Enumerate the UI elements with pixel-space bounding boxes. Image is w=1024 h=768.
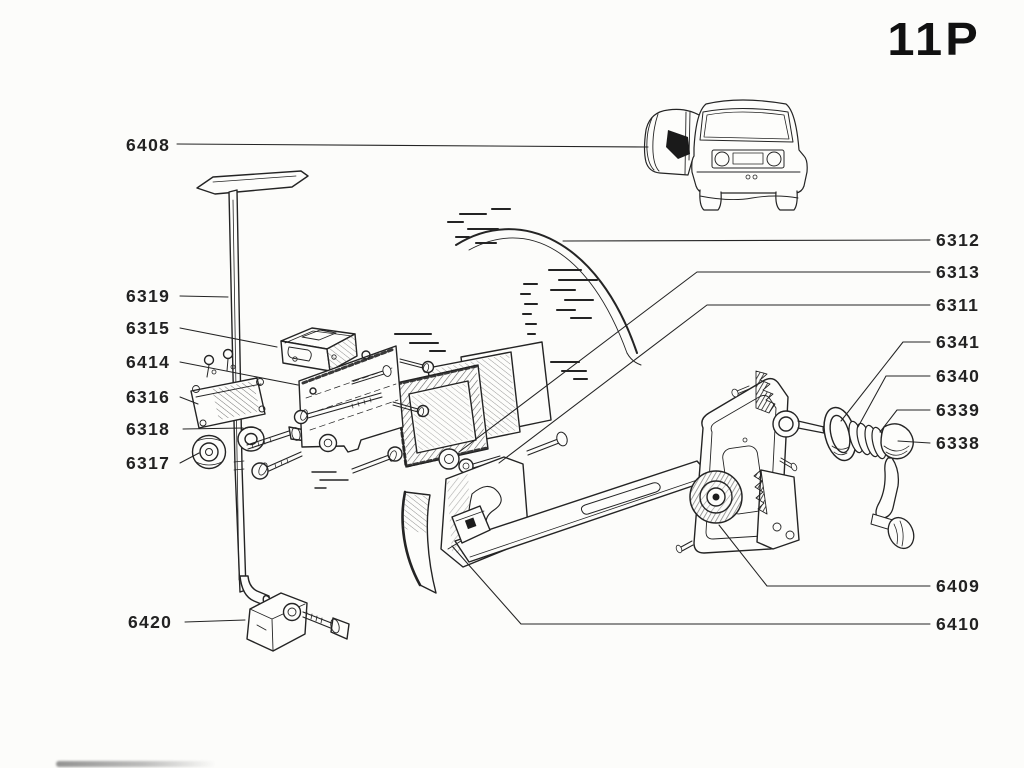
page-code: 11P [887,13,981,65]
stop-box [280,327,358,372]
door-glass [311,207,642,489]
part-label-6410: 6410 [936,614,981,634]
part-label-6311: 6311 [936,295,980,315]
part-label-6339: 6339 [936,400,981,420]
part-label-6319: 6319 [126,286,171,306]
part-label-6317: 6317 [126,453,171,473]
part-label-6312: 6312 [936,230,981,250]
part-label-6316: 6316 [126,387,171,407]
car-location-thumbnail [643,99,808,211]
part-label-6408: 6408 [126,135,171,155]
part-label-6409: 6409 [936,576,981,596]
door-highlight [666,130,690,159]
part-label-6338: 6338 [936,433,981,453]
bolts [246,426,403,480]
rollers [191,426,265,470]
part-label-6315: 6315 [126,318,171,338]
part-label-6420: 6420 [128,612,173,632]
backing-plate [293,345,435,453]
handle-parts [823,406,915,550]
leader-lines [176,143,931,625]
part-label-6313: 6313 [936,262,981,282]
lower-bracket [246,592,350,652]
bottom-rail [401,490,437,594]
glass-shading [393,207,599,381]
part-label-6341: 6341 [936,332,981,352]
regulator-assembly [675,370,830,554]
part-label-6414: 6414 [126,352,171,372]
part-label-6318: 6318 [126,419,171,439]
guide-bracket [190,348,266,429]
part-label-6340: 6340 [936,366,981,386]
print-smudge [56,761,216,767]
